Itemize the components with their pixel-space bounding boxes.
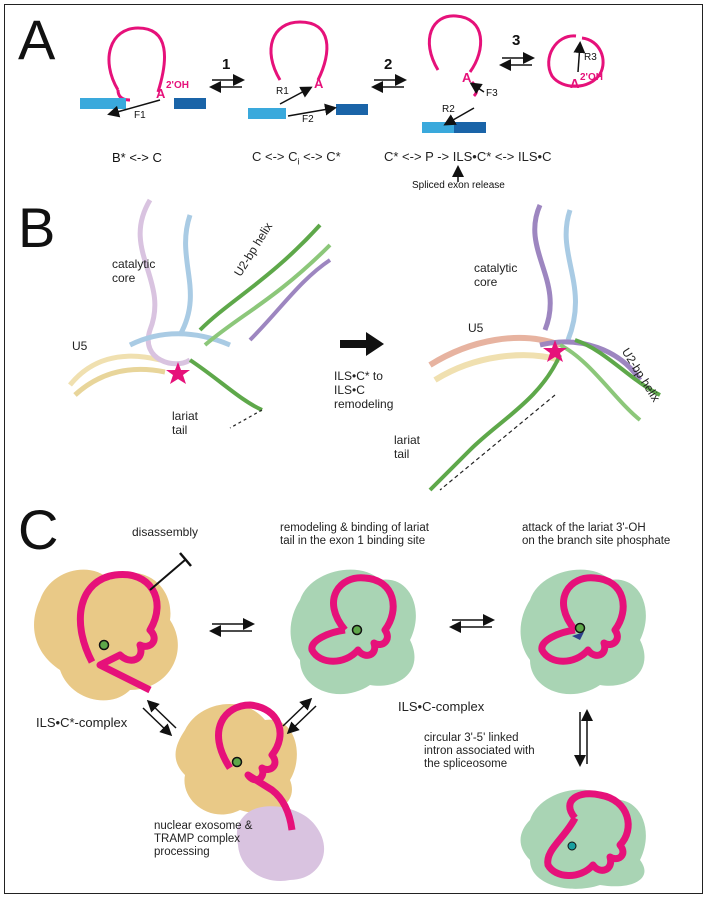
circular-junction bbox=[567, 841, 577, 851]
circular-lariat bbox=[544, 790, 632, 879]
state4-branch-oh: 2'OH bbox=[580, 72, 603, 83]
exon-release-label: Spliced exon release bbox=[412, 180, 505, 191]
state3-arrow-f3 bbox=[469, 82, 485, 94]
ils-c-label: ILS•C-complex bbox=[398, 699, 485, 714]
label-r2: R2 bbox=[442, 104, 455, 115]
attack-branch-point bbox=[574, 622, 586, 634]
label-f2: F2 bbox=[302, 114, 314, 125]
state4-branch-a: A bbox=[570, 76, 580, 91]
state-label-1: B* <-> C bbox=[112, 150, 162, 165]
ils-c-branch-point bbox=[351, 624, 363, 636]
disassembly-arrow bbox=[149, 552, 192, 591]
panel-b-structures bbox=[68, 198, 661, 492]
step-number-3: 3 bbox=[512, 32, 521, 49]
right-u5-label: U5 bbox=[468, 321, 484, 335]
right-u5-helix bbox=[428, 334, 562, 383]
right-dashed-tail bbox=[439, 394, 556, 491]
state-label-3: C* <-> P -> ILS•C* <-> ILS•C bbox=[384, 149, 552, 164]
panel-letter-a: A bbox=[18, 8, 56, 71]
panel-letter-c: C bbox=[18, 498, 59, 561]
step-number-1: 1 bbox=[222, 56, 231, 73]
attack-site-mark bbox=[572, 632, 584, 640]
state3-exon1 bbox=[422, 122, 454, 133]
state2-arrow-r1 bbox=[279, 86, 313, 105]
state1-arrow-f1 bbox=[107, 99, 161, 118]
ils-cstar-density bbox=[34, 569, 178, 701]
right-lariat-tail bbox=[428, 354, 562, 492]
state-label-2: C <-> Ci <-> C* bbox=[252, 149, 341, 167]
circular-density bbox=[520, 789, 646, 889]
ils-cstar-lariat bbox=[76, 570, 161, 694]
label-f3: F3 bbox=[486, 88, 498, 99]
equilibrium-cstar-exosome bbox=[142, 699, 177, 737]
label-r3: R3 bbox=[584, 52, 597, 63]
left-dashed-tail bbox=[229, 409, 263, 429]
left-branch-star bbox=[166, 362, 190, 384]
state2-branch-a: A bbox=[314, 76, 324, 91]
step-number-2: 2 bbox=[384, 56, 393, 73]
state2-intron-loop bbox=[269, 20, 329, 81]
state1-branch-oh: 2'OH bbox=[166, 80, 189, 91]
state1-exon1 bbox=[80, 98, 126, 109]
state1-branch-a: A bbox=[156, 86, 166, 101]
equilibrium-arrow-2 bbox=[371, 74, 407, 93]
equilibrium-arrow-3 bbox=[499, 52, 535, 71]
state2-arrow-f2 bbox=[287, 103, 337, 117]
state3-arrow-r2 bbox=[443, 107, 475, 126]
equilibrium-arrow-1 bbox=[209, 74, 245, 93]
equilibrium-c-attack bbox=[449, 614, 495, 633]
equilibrium-cstar-c bbox=[209, 618, 255, 637]
attack-lariat bbox=[538, 574, 627, 665]
right-branch-star bbox=[543, 340, 567, 362]
equilibrium-exosome-c bbox=[282, 697, 317, 735]
equilibrium-attack-circular bbox=[574, 709, 593, 767]
ils-cstar-label: ILS•C*-complex bbox=[36, 715, 128, 730]
figure-frame bbox=[4, 4, 703, 894]
left-u2-helix bbox=[198, 223, 332, 347]
state3-branch-a: A bbox=[462, 70, 472, 85]
state1-exon2 bbox=[174, 98, 206, 109]
ils-cstar-branch-point bbox=[98, 639, 110, 651]
exosome-lariat bbox=[215, 701, 296, 831]
state2-exon1 bbox=[248, 108, 286, 119]
disassembly-label: disassembly bbox=[132, 525, 199, 539]
state1-intron-loop bbox=[107, 26, 166, 102]
left-u5-helix bbox=[68, 353, 166, 397]
right-catalytic-core bbox=[532, 203, 643, 382]
left-lariat-tail bbox=[188, 358, 263, 412]
right-u2-helix bbox=[559, 338, 661, 422]
state3-exon2 bbox=[454, 122, 486, 133]
transition-arrow bbox=[340, 332, 384, 356]
label-r1: R1 bbox=[276, 86, 289, 97]
left-catalytic-core bbox=[128, 198, 231, 367]
label-f1: F1 bbox=[134, 110, 146, 121]
state2-exon2 bbox=[336, 104, 368, 115]
exosome-branch-point bbox=[231, 756, 243, 768]
panel-a-diagram bbox=[80, 14, 605, 182]
panel-letter-b: B bbox=[18, 196, 56, 259]
left-u5-label: U5 bbox=[72, 339, 88, 353]
state4-arrow-r3 bbox=[573, 41, 586, 73]
state4-lariat-circle bbox=[547, 34, 605, 88]
ils-c-lariat bbox=[308, 574, 397, 665]
exosome-lilac-density bbox=[236, 806, 325, 881]
